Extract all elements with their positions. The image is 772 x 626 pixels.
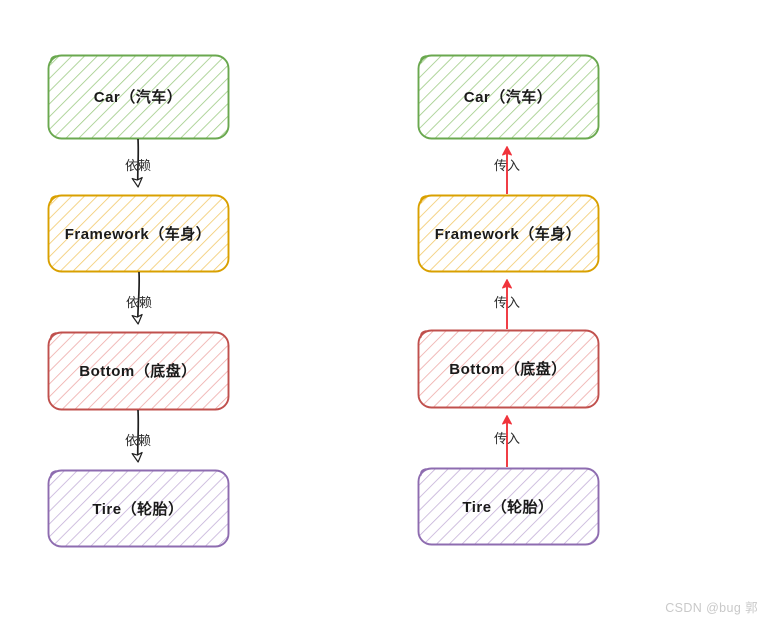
csdn-watermark: CSDN @bug 郭 xyxy=(665,601,758,615)
edge-label-car-framework-left: 依赖 xyxy=(124,158,152,173)
edge-label-framework-bottom-left: 依赖 xyxy=(125,295,153,310)
node-bottom-left[interactable] xyxy=(47,331,230,411)
edge-car-framework-left xyxy=(131,138,143,188)
edge-label-framework-car-right: 传入 xyxy=(493,158,521,173)
edge-label-bottom-tire-left: 依赖 xyxy=(124,433,152,448)
edge-label-tire-bottom-right: 传入 xyxy=(493,431,521,446)
node-car-left[interactable] xyxy=(47,54,230,140)
node-tire-right[interactable] xyxy=(417,467,600,546)
node-framework-right[interactable] xyxy=(417,194,600,273)
node-framework-left[interactable] xyxy=(47,194,230,273)
node-car-right[interactable] xyxy=(417,54,600,140)
node-tire-left[interactable] xyxy=(47,469,230,548)
edge-label-bottom-framework-right: 传入 xyxy=(493,295,521,310)
dependency-column xyxy=(47,54,230,548)
node-bottom-right[interactable] xyxy=(417,329,600,409)
injection-column xyxy=(417,54,600,546)
edge-bottom-tire-left xyxy=(131,409,143,463)
edge-framework-bottom-left xyxy=(131,271,143,325)
